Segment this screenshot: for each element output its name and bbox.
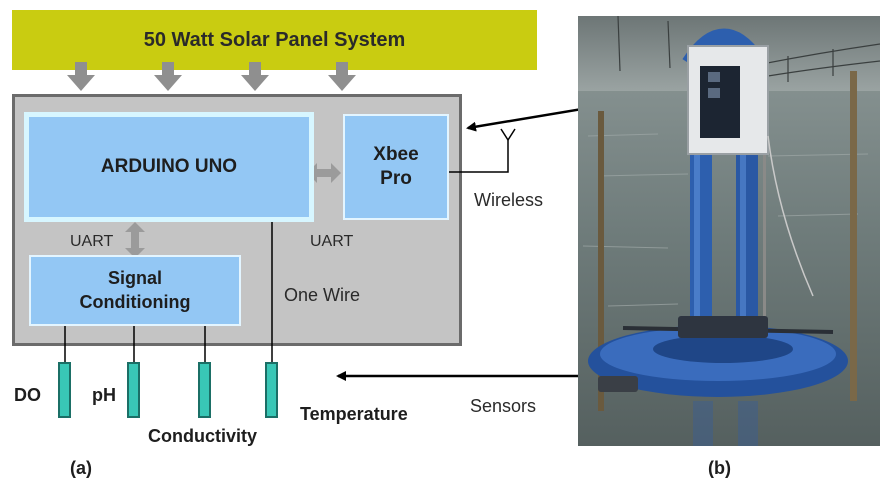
wireless-label: Wireless: [474, 190, 544, 210]
one-wire-label: One Wire: [284, 285, 361, 305]
arduino-label: ARDUINO UNO: [100, 156, 238, 177]
power-arrow-3: [241, 62, 269, 91]
conductivity-sensor-label: Conductivity: [148, 426, 258, 446]
buoy-photo: [578, 16, 880, 446]
uart-label-left: UART: [70, 233, 114, 250]
do-sensor-probe: [58, 362, 71, 418]
buoy-photo-illustration: [578, 16, 880, 446]
signal-conditioning-box: Signal Conditioning: [29, 255, 241, 326]
panel-b-caption: (b): [708, 458, 731, 478]
uart-double-arrow-horizontal: [307, 163, 341, 183]
arduino-uno-box: ARDUINO UNO: [24, 112, 314, 222]
power-arrow-4: [328, 62, 356, 91]
power-arrow-1: [67, 62, 95, 91]
ph-sensor-label: pH: [92, 385, 116, 405]
sensors-label: Sensors: [470, 396, 537, 416]
xbee-label-line2: Pro: [380, 168, 412, 189]
temperature-sensor-label: Temperature: [300, 404, 408, 424]
solar-panel-box: 50 Watt Solar Panel System: [12, 10, 537, 70]
uart-label-right: UART: [310, 233, 354, 250]
xbee-label-line1: Xbee: [373, 144, 419, 166]
power-arrow-2: [154, 62, 182, 91]
ph-sensor-probe: [127, 362, 140, 418]
xbee-pro-box: Xbee Pro: [343, 114, 449, 220]
solar-panel-label: 50 Watt Solar Panel System: [143, 28, 406, 51]
uart-double-arrow-vertical: [125, 222, 145, 258]
antenna-icon: [449, 128, 516, 173]
signal-label-line1: Signal: [107, 268, 162, 289]
do-sensor-label: DO: [14, 385, 41, 405]
conductivity-sensor-probe: [198, 362, 211, 418]
signal-label-line2: Conditioning: [79, 291, 191, 312]
temperature-sensor-probe: [265, 362, 278, 418]
panel-a-caption: (a): [70, 458, 92, 478]
